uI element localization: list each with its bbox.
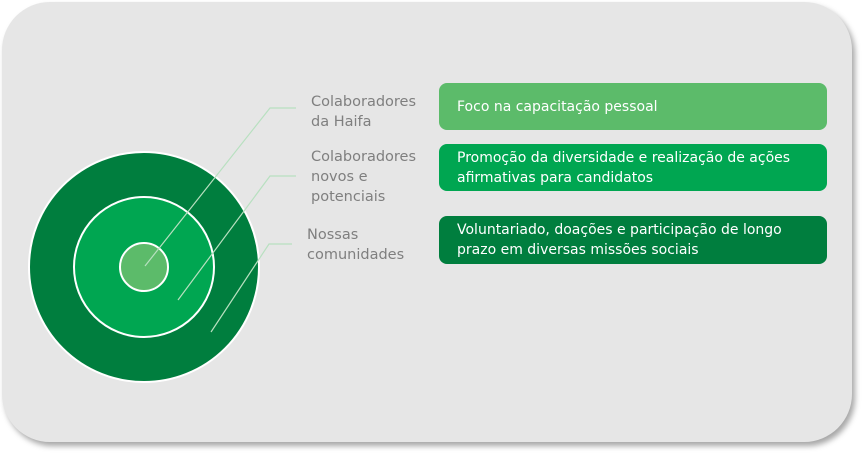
- label-line: Nossas: [307, 227, 359, 243]
- inner-ring-haifa-collaborators: [119, 242, 169, 292]
- leader-line-3: [210, 243, 292, 333]
- label-line: da Haifa: [311, 114, 372, 130]
- label-line: Colaboradores: [311, 94, 417, 110]
- label-line: comunidades: [307, 247, 405, 263]
- label-line: Colaboradores: [311, 149, 417, 165]
- ring-label-1: Colaboradores da Haifa: [311, 92, 416, 132]
- leader-line-2: [177, 175, 296, 301]
- description-text: Foco na capacitação pessoal: [457, 98, 658, 115]
- label-line: novos e: [311, 169, 368, 185]
- description-text: Promoção da diversidade e realização de …: [457, 149, 791, 186]
- description-box-2: Promoção da diversidade e realização de …: [439, 144, 827, 191]
- ring-label-2: Colaboradores novos e potenciais: [311, 147, 416, 207]
- leader-line-1: [144, 107, 296, 267]
- label-line: potenciais: [311, 189, 386, 205]
- description-box-3: Voluntariado, doações e participação de …: [439, 216, 827, 264]
- description-box-1: Foco na capacitação pessoal: [439, 83, 827, 130]
- description-text: Voluntariado, doações e participação de …: [457, 222, 782, 258]
- ring-label-3: Nossas comunidades: [307, 225, 404, 265]
